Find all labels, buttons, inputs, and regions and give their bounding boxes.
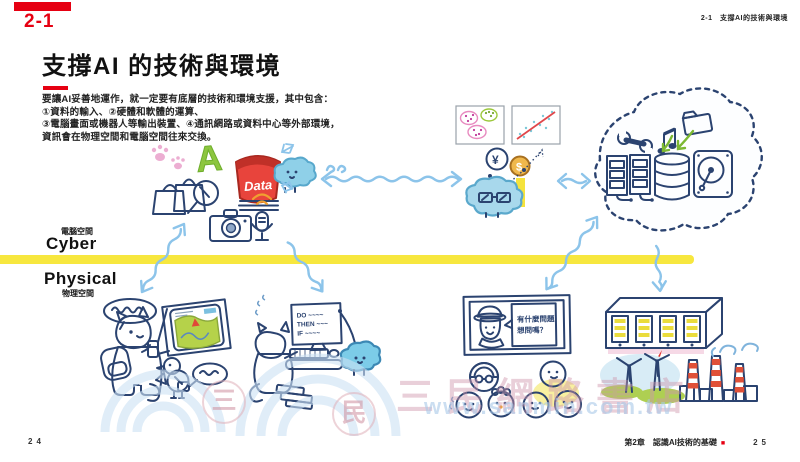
monitor-line: THEN ~~~ [297,321,328,329]
arrow-compute-to-cloud [556,172,592,190]
page-title: 支撐AI 的技術與環境 [42,53,282,80]
tv-speech-line: 有什麼問題 [517,313,555,324]
folder-icon [681,110,714,136]
dollar-symbol: $ [516,162,522,174]
running-head: 2-1 支撐AI的技術與環境 [700,15,788,22]
arrow-cat-to-input [139,222,187,294]
hard-drive-icon [693,150,733,198]
section-number: 2-1 [24,11,55,32]
watermark-url: www.sanmin.com.tw [424,394,674,419]
cyber-space-label-zh: 電腦空間 [61,227,93,236]
watermark-store-name: 三民網路書店 [396,377,697,419]
wrench-icon [617,130,653,154]
cloud-platform [594,87,763,232]
paw-prints-icon [151,144,185,170]
smartphone-icon [147,340,159,358]
tv-speech-line: 想問嗎？ [517,324,547,335]
audience-face [522,391,550,419]
cloud-outline [594,87,763,232]
yen-symbol: ¥ [492,153,499,167]
small-data-cloud-icon [273,156,317,193]
map-app-callout [161,298,232,357]
cyber-physical-divider [0,255,694,264]
sweat-marks [254,294,266,316]
speech-bubble [103,298,157,330]
highlight-blob [533,379,579,407]
arrow-tv-to-compute [545,215,599,291]
sync-arrows-icon [280,143,295,194]
sparkle-marks [325,164,347,174]
ingest-arrows-icon [661,129,695,153]
grass [637,388,685,404]
footer-right: 第2章 認識AI技術的基礎■ 25 [624,437,770,448]
database-icon [654,152,690,201]
intro-line: 要讓AI妥善地運作，就一定要有底層的技術和環境支援，其中包含： [42,94,334,105]
shopping-bags-icon [152,178,206,215]
chapter-marker-icon: ■ [720,440,726,447]
rack-unit [659,315,677,343]
arrow-input-to-compute [320,164,463,188]
tv-speech-bubble: 有什麼問題 想問嗎？ [504,302,558,348]
physical-space-label-zh: 物理空間 [62,289,94,298]
audience-face [449,391,483,419]
letter-a-data-icon: A [194,137,223,180]
magnifier-icon [187,180,219,214]
intro-line: ③電腦畫面或機器人等輸出裝置、④通訊網路或資料中心等外部環境， [42,119,340,130]
page-number-right: 25 [753,438,770,447]
intro-line: ①資料的輸入、②硬體和軟體的運算、 [42,106,204,118]
cluster-chart-icon [455,105,505,145]
rack-cables [616,193,653,201]
backpack [100,346,132,381]
microphone-icon [251,193,273,241]
presenter-avatar [473,305,507,349]
rack-unit [683,315,701,343]
watermark-seal: 三 [202,380,246,424]
cyber-space-label-en: Cyber [46,234,97,253]
yen-coin-icon: ¥ [485,147,509,171]
smoke-curls [710,342,759,357]
chapter-label: 第2章 認識AI技術的基礎 [624,438,717,447]
section-tab-bar [14,2,71,11]
mic-signal-icon [251,193,273,206]
tv-screen: 有什麼問題 想問嗎？ [462,294,572,356]
monitor-line: DO ~~~~ [297,312,324,320]
audience-face [469,362,499,392]
power-plant-icon [679,342,759,402]
camera-icon [209,209,252,242]
intro-line: 資訊會在物理空間和電腦空間往來交換。 [42,131,217,143]
title-rule [43,86,68,90]
audience-face [554,390,582,418]
datacenter-building [605,297,723,354]
arrow-mic-to-computer [286,241,324,293]
rack-unit [611,315,629,343]
intro-paragraph: 要讓AI妥善地運作，就一定要有底層的技術和環境支援，其中包含： ①資料的輸入、②… [42,94,340,144]
page-number-left: 24 [28,437,45,446]
data-jar-label: Data [244,177,273,194]
wind-turbines-icon [616,353,670,393]
audience-characters [449,360,582,419]
monitor-line: IF ~~~~ [297,330,320,338]
physical-space-label-en: Physical [44,269,117,288]
watermark-seal: 民 [332,392,376,436]
data-jar-icon: Data [235,155,281,211]
ai-cloud-with-glasses-icon [465,175,524,218]
rack-unit [635,315,653,343]
desktop-computer: DO ~~~~ THEN ~~~ IF ~~~~ [290,302,343,352]
regression-chart-icon [511,105,561,145]
audience-face [539,360,567,388]
arrow-cloud-to-datacenter [651,244,667,293]
audience-face [487,386,515,418]
